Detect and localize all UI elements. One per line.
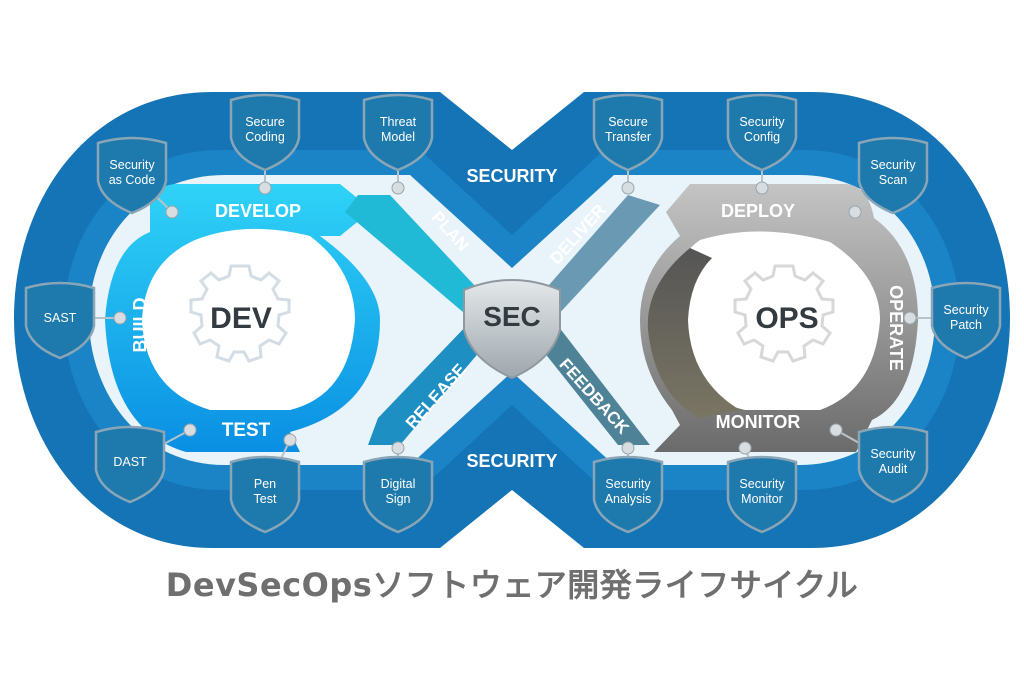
connector-dot <box>738 441 752 455</box>
stage-build: BUILD <box>130 298 150 353</box>
feedback-arrow <box>520 322 650 445</box>
sec-label: SEC <box>483 301 541 332</box>
stage-test: TEST <box>222 420 271 441</box>
connector-dot <box>391 441 405 455</box>
plan-arrow <box>345 195 505 318</box>
connector-dot <box>258 181 272 195</box>
connector-dot <box>113 311 127 325</box>
ops-loop-inner <box>665 231 880 410</box>
connector-dot <box>848 205 862 219</box>
shield-label-dast: DAST <box>113 455 147 469</box>
release-arrow <box>368 322 505 445</box>
stage-monitor: MONITOR <box>716 412 801 432</box>
shield-label-sast: SAST <box>44 311 77 325</box>
connector-dot <box>829 423 843 437</box>
stage-deploy: DEPLOY <box>721 201 795 221</box>
dev-loop-inner <box>142 228 355 410</box>
connector-dot <box>755 181 769 195</box>
connector-dot <box>903 311 917 325</box>
connector-dot <box>283 433 297 447</box>
stage-operate: OPERATE <box>886 285 906 371</box>
security-label-top: SECURITY <box>466 166 557 186</box>
connector-dot <box>165 205 179 219</box>
security-label-bottom: SECURITY <box>466 451 557 471</box>
dev-label: DEV <box>210 302 272 335</box>
connector-dot <box>621 181 635 195</box>
stage-develop: DEVELOP <box>215 201 301 221</box>
diagram-caption: DevSecOpsソフトウェア開発ライフサイクル <box>165 566 859 604</box>
sec-shield-icon <box>463 279 561 380</box>
connector-dot <box>621 441 635 455</box>
ops-inner-arc <box>647 248 740 418</box>
ops-label: OPS <box>755 302 818 335</box>
connector-dot <box>183 423 197 437</box>
connector-dot <box>391 181 405 195</box>
